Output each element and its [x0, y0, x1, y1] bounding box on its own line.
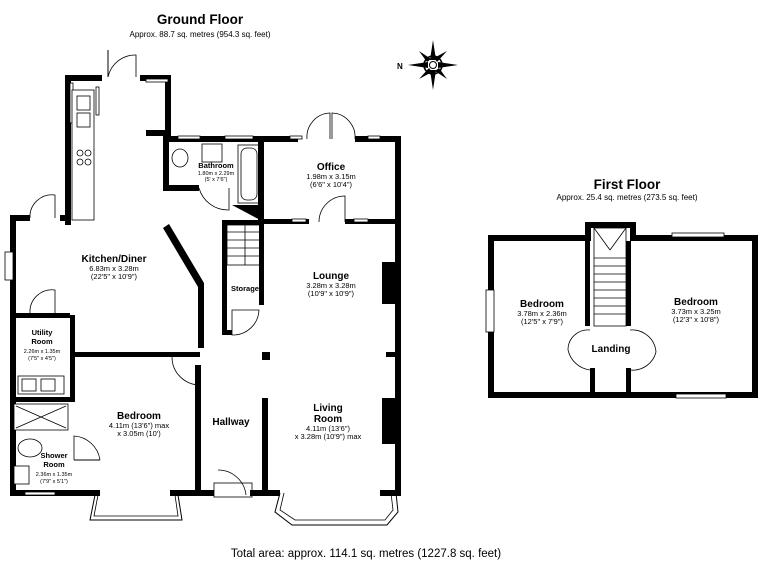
room-dimensions: 3.78m x 2.36m	[517, 309, 567, 318]
room-dimensions: 4.11m (13'6")	[306, 424, 350, 433]
room-living-room: Living Room 4.11m (13'6") x 3.28m (10'9"…	[295, 403, 362, 441]
room-bathroom: Bathroom 1.80m x 2.29m (5' x 7'6")	[198, 161, 235, 183]
room-dimensions-imperial: (22'5" x 10'9")	[91, 272, 138, 281]
room-kitchen-diner: Kitchen/Diner 6.83m x 3.28m (22'5" x 10'…	[81, 254, 146, 281]
room-name-line-2: Room	[314, 414, 342, 425]
room-bedroom-first-right: Bedroom 3.73m x 3.25m (12'3" x 10'8")	[671, 297, 721, 324]
room-name: Bedroom	[117, 411, 161, 422]
ground-floor-plan	[4, 50, 401, 526]
room-utility: Utility Room 2.26m x 1.35m (7'5" x 4'5")	[24, 328, 61, 362]
room-dimensions: 1.80m x 2.29m	[198, 171, 235, 177]
room-name: Office	[317, 162, 346, 173]
room-dimensions-imperial: (7'5" x 4'5")	[28, 356, 56, 362]
room-name: Bathroom	[198, 161, 234, 170]
room-office: Office 1.98m x 3.15m (6'6" x 10'4")	[306, 162, 356, 189]
room-dimensions: 1.98m x 3.15m	[306, 172, 356, 181]
first-floor-plan	[485, 222, 758, 399]
room-dimensions-imperial: (12'3" x 10'8")	[673, 315, 720, 324]
room-name: Storage	[231, 284, 259, 293]
room-name: Living	[313, 403, 342, 414]
room-storage: Storage	[231, 284, 259, 293]
room-name: Utility	[32, 328, 54, 337]
ground-floor-area: Approx. 88.7 sq. metres (954.3 sq. feet)	[130, 30, 271, 39]
room-dimensions: 2.26m x 1.35m	[24, 349, 61, 355]
compass-north-label: N	[397, 62, 403, 71]
room-name: Bedroom	[674, 297, 718, 308]
room-name: Bedroom	[520, 299, 564, 310]
room-dimensions: 3.73m x 3.25m	[671, 307, 721, 316]
ground-floor-title: Ground Floor	[157, 12, 244, 27]
room-lounge: Lounge 3.28m x 3.28m (10'9" x 10'9")	[306, 271, 356, 298]
room-dimensions-imperial: (12'5" x 7'9")	[521, 317, 563, 326]
compass-icon	[408, 40, 458, 90]
room-name: Hallway	[212, 417, 250, 428]
room-dimensions-imperial: (6'6" x 10'4")	[310, 180, 352, 189]
room-dimensions: 2.36m x 1.35m	[36, 472, 73, 478]
room-bedroom-first-left: Bedroom 3.78m x 2.36m (12'5" x 7'9")	[517, 299, 567, 326]
room-name: Lounge	[313, 271, 350, 282]
room-dimensions-imperial: (5' x 7'6")	[205, 177, 228, 183]
room-dimensions-imperial: x 3.28m (10'9") max	[295, 432, 362, 441]
room-dimensions: 6.83m x 3.28m	[89, 264, 139, 273]
room-dimensions-imperial: (10'9" x 10'9")	[308, 289, 355, 298]
first-floor-area: Approx. 25.4 sq. metres (273.5 sq. feet)	[557, 193, 698, 202]
room-bedroom-ground: Bedroom 4.11m (13'6") max x 3.05m (10')	[109, 411, 169, 438]
room-name: Kitchen/Diner	[81, 254, 146, 265]
staircase-icon	[593, 227, 627, 327]
total-area: Total area: approx. 114.1 sq. metres (12…	[231, 548, 501, 560]
first-floor-title: First Floor	[594, 177, 661, 192]
room-shower-room: Shower Room 2.36m x 1.35m (7'9" x 5'1")	[36, 451, 73, 485]
room-landing: Landing	[592, 344, 631, 355]
room-dimensions: 4.11m (13'6") max	[109, 421, 169, 430]
room-dimensions: 3.28m x 3.28m	[306, 281, 356, 290]
room-hallway: Hallway	[212, 417, 250, 428]
room-name-line-2: Room	[31, 337, 53, 346]
room-name: Shower	[40, 451, 67, 460]
room-dimensions-imperial: (7'9" x 5'1")	[40, 479, 68, 485]
room-name-line-2: Room	[43, 460, 65, 469]
room-dimensions-imperial: x 3.05m (10')	[117, 429, 161, 438]
room-name: Landing	[592, 344, 631, 355]
